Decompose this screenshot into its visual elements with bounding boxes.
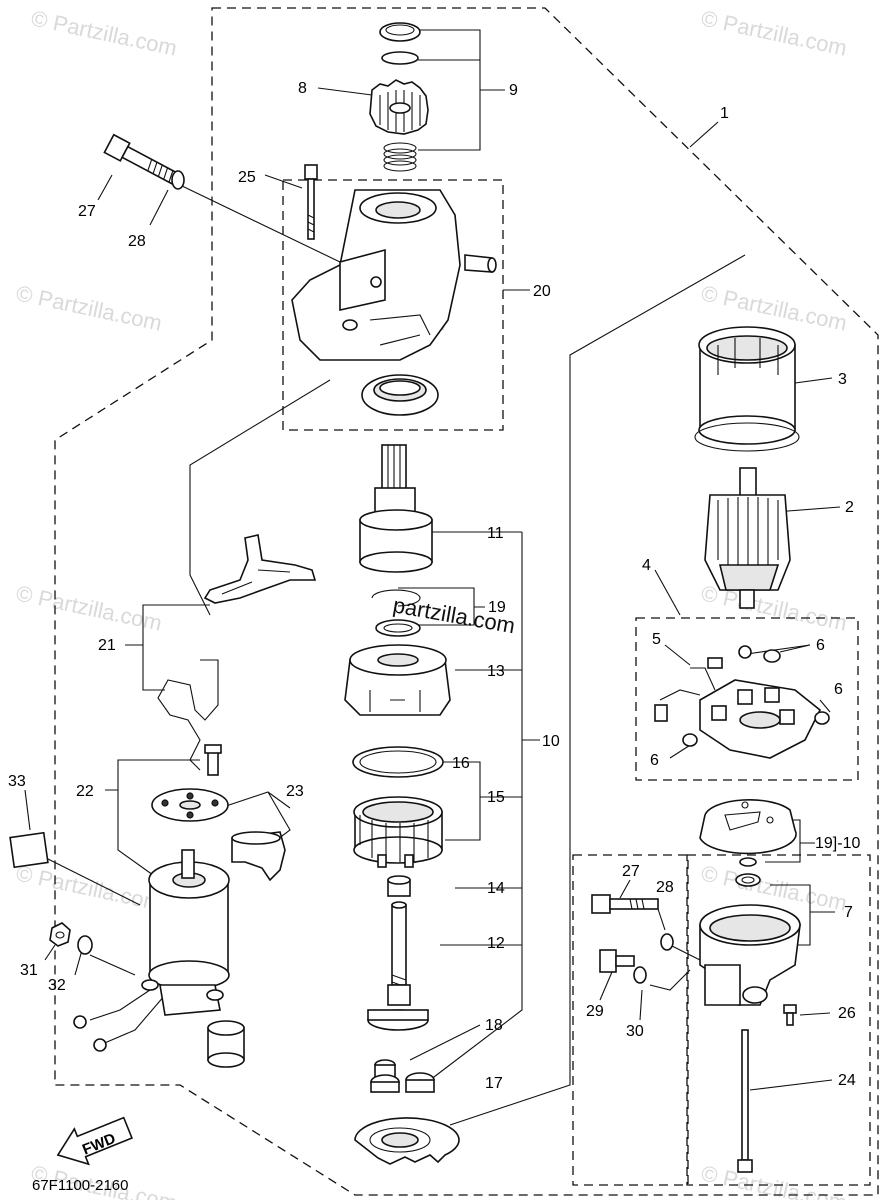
yoke xyxy=(694,326,800,452)
armature xyxy=(704,467,791,609)
nut-31 xyxy=(49,922,71,947)
callout-21: 21 xyxy=(98,637,116,654)
callout-6c: 6 xyxy=(650,752,659,769)
spring-part xyxy=(383,142,417,172)
callout-10: 10 xyxy=(542,733,560,750)
starter-solenoid-22 xyxy=(73,744,230,1052)
front-bracket-housing xyxy=(291,189,497,361)
grommet-23 xyxy=(231,831,286,882)
diagram-code: 67F1100-2160 xyxy=(32,1177,128,1194)
callout-25: 25 xyxy=(238,169,256,186)
callout-28b: 28 xyxy=(656,879,674,896)
bearing-part xyxy=(361,374,439,416)
bolt-25 xyxy=(304,164,318,240)
callout-20: 20 xyxy=(533,283,551,300)
callout-33: 33 xyxy=(8,773,26,790)
clip-19-mid xyxy=(371,589,421,637)
pinion-gear xyxy=(369,79,429,135)
watermark: © Partzilla.com xyxy=(29,5,179,60)
assembly-27-30-boundary xyxy=(572,854,689,1186)
assembly-1-boundary xyxy=(54,7,879,1196)
callout-24: 24 xyxy=(838,1072,856,1089)
bushing-14 xyxy=(387,875,411,897)
watermark: © Partzilla.com xyxy=(699,280,849,335)
ring-16 xyxy=(352,746,444,778)
plate-19-lower xyxy=(699,799,797,867)
shift-lever-21 xyxy=(157,534,317,771)
parts xyxy=(9,22,830,1173)
callout-13: 13 xyxy=(487,663,505,680)
assembly-24-boundary xyxy=(686,854,871,1186)
callout-26: 26 xyxy=(838,1005,856,1022)
bolt-27-top xyxy=(103,133,182,187)
washer-28-lower xyxy=(660,933,674,951)
watermark: © Partzilla.com xyxy=(699,1160,849,1200)
callout-27b: 27 xyxy=(622,863,640,880)
callout-27a: 27 xyxy=(78,203,96,220)
fwd-arrow-icon xyxy=(56,1116,133,1166)
assembly-20-boundary xyxy=(282,179,504,431)
shaft-12 xyxy=(367,901,429,1031)
callout-28a: 28 xyxy=(128,233,146,250)
callout-17: 17 xyxy=(485,1075,503,1092)
callout-18: 18 xyxy=(485,1017,503,1034)
drive-shaft-11 xyxy=(359,444,433,573)
watermark: © Partzilla.com xyxy=(699,5,849,60)
callout-11: 11 xyxy=(487,525,504,542)
screw-26 xyxy=(783,1004,797,1026)
callout-3: 3 xyxy=(838,371,847,388)
watermark: © Partzilla.com xyxy=(14,280,164,335)
callout-7: 7 xyxy=(844,904,853,921)
callout-30: 30 xyxy=(626,1023,644,1040)
callout-23: 23 xyxy=(286,783,304,800)
callout-29: 29 xyxy=(586,1003,604,1020)
callout-16: 16 xyxy=(452,755,470,772)
label-33 xyxy=(9,831,49,869)
gear-housing-13 xyxy=(344,644,451,716)
callout-19: 19 xyxy=(488,599,506,616)
washer-30 xyxy=(633,966,647,984)
callout-12: 12 xyxy=(487,935,505,952)
callout-22: 22 xyxy=(76,783,94,800)
collar-part xyxy=(379,22,421,65)
brush-holder-4 xyxy=(654,645,830,759)
callout-5: 5 xyxy=(652,631,661,648)
callout-31: 31 xyxy=(20,962,38,979)
callout-4: 4 xyxy=(642,557,651,574)
plate-17 xyxy=(354,1117,460,1165)
callout-8: 8 xyxy=(298,80,307,97)
watermark: © Partzilla.com xyxy=(14,860,164,915)
washer-28-top xyxy=(171,170,185,190)
callout-19-10: 19]-10 xyxy=(815,835,860,852)
washer-32 xyxy=(77,935,93,955)
callout-6a: 6 xyxy=(816,637,825,654)
watermark: © Partzilla.com xyxy=(14,580,164,635)
callout-32: 32 xyxy=(48,977,66,994)
rear-cover-7 xyxy=(699,873,801,1006)
bolt-27-lower xyxy=(591,894,659,914)
callout-1: 1 xyxy=(720,105,729,122)
callout-6b: 6 xyxy=(834,681,843,698)
callout-2: 2 xyxy=(845,499,854,516)
internal-gear-15 xyxy=(353,796,443,868)
through-bolt-24 xyxy=(737,1029,753,1173)
cap-part xyxy=(207,1020,245,1068)
assembly-boundaries xyxy=(54,7,879,1196)
callout-14: 14 xyxy=(487,880,505,897)
callout-9: 9 xyxy=(509,82,518,99)
planet-gears-18 xyxy=(370,1059,435,1093)
assembly-4-boundary xyxy=(635,617,859,781)
bolt-29 xyxy=(599,949,635,973)
callout-labels: 1 2 3 4 5 6 6 6 6 7 8 9 10 11 12 13 14 1… xyxy=(8,80,860,1092)
callout-15: 15 xyxy=(487,789,505,806)
